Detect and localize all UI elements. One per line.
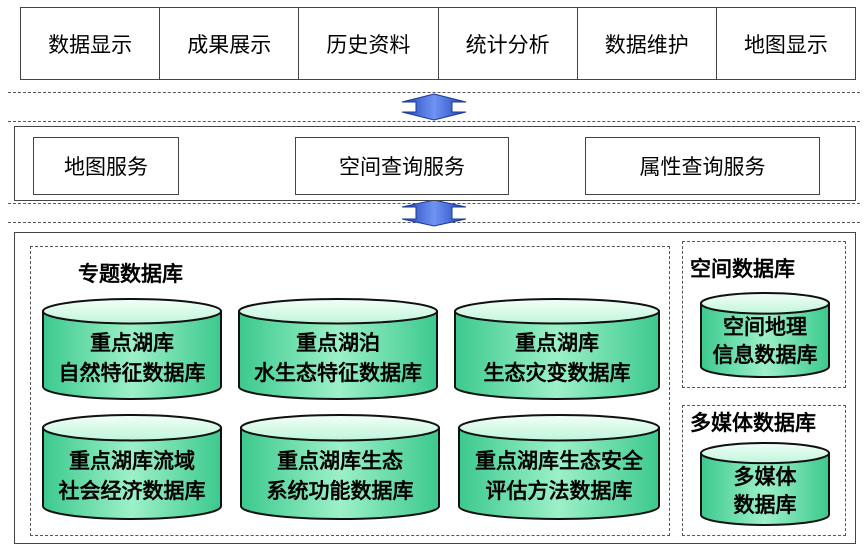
double-arrow-icon [401,93,467,121]
cylinder-body [700,452,830,526]
database-label: 重点湖泊 [296,331,380,355]
database-label: 信息数据库 [712,343,818,367]
spatial-database-group [682,241,846,388]
cylinder-body [700,302,830,378]
cylinder-body [240,426,440,520]
database-cylinder: 空间地理 信息数据库 [700,292,830,378]
database-cylinder: 多媒体 数据库 [700,442,830,526]
thematic-database-group [30,246,670,536]
database-cylinder: 重点湖库 自然特征数据库 [42,298,222,400]
app-item-history: 历史资料 [299,8,439,79]
cylinder-top [458,414,660,442]
database-label: 生态灾变数据库 [483,361,631,385]
cylinder-top [240,414,440,442]
cylinder-body [458,426,660,520]
database-label: 水生态特征数据库 [254,361,422,385]
layer-separator [8,121,860,122]
app-item-map-display: 地图显示 [743,32,828,57]
application-layer: 数据显示 成果展示 历史资料 统计分析 数据维护 地图显示 [20,7,856,80]
app-item-data-display: 数据显示 [21,8,161,79]
attribute-query-service-box: 属性查询服务 [585,137,820,195]
app-item-maintenance: 数据维护 [578,8,717,79]
database-label: 重点湖库生态 [277,449,403,473]
cylinder-body [42,426,222,520]
database-label: 空间地理 [723,315,807,339]
cylinder-top [42,298,222,325]
database-cylinder: 重点湖库流域 社会经济数据库 [42,414,222,520]
database-cylinder: 重点湖泊 水生态特征数据库 [238,298,438,400]
spatial-query-service-box: 空间查询服务 [295,137,509,195]
cylinder-body [42,310,222,400]
cylinder-body [238,310,438,400]
app-item-statistics: 统计分析 [439,8,578,79]
layer-separator [8,92,860,93]
database-cylinder: 重点湖库 生态灾变数据库 [454,298,660,400]
cylinder-body [454,310,660,400]
multimedia-database-group [682,405,846,536]
double-arrow-icon [401,199,467,227]
database-label: 重点湖库 [90,331,174,355]
database-label: 系统功能数据库 [266,479,414,503]
multimedia-database-title: 多媒体数据库 [690,411,816,435]
database-cylinder: 重点湖库生态 系统功能数据库 [240,414,440,520]
database-label: 多媒体 [733,465,797,489]
database-label: 自然特征数据库 [58,361,206,385]
spatial-database-title: 空间数据库 [690,257,795,281]
cylinder-top [700,292,830,315]
cylinder-top [700,442,830,465]
cylinder-top [454,298,660,325]
app-item-results: 成果展示 [160,8,300,79]
database-label: 数据库 [733,493,797,517]
database-label: 重点湖库生态安全 [475,449,643,473]
database-cylinder: 重点湖库生态安全 评估方法数据库 [458,414,660,520]
map-service-box: 地图服务 [33,137,179,195]
database-label: 重点湖库流域 [69,449,195,473]
thematic-database-title: 专题数据库 [78,262,183,286]
cylinder-top [238,298,438,325]
database-label: 重点湖库 [515,331,599,355]
database-label: 社会经济数据库 [58,479,206,503]
database-label: 评估方法数据库 [485,479,633,503]
cylinder-top [42,414,222,442]
